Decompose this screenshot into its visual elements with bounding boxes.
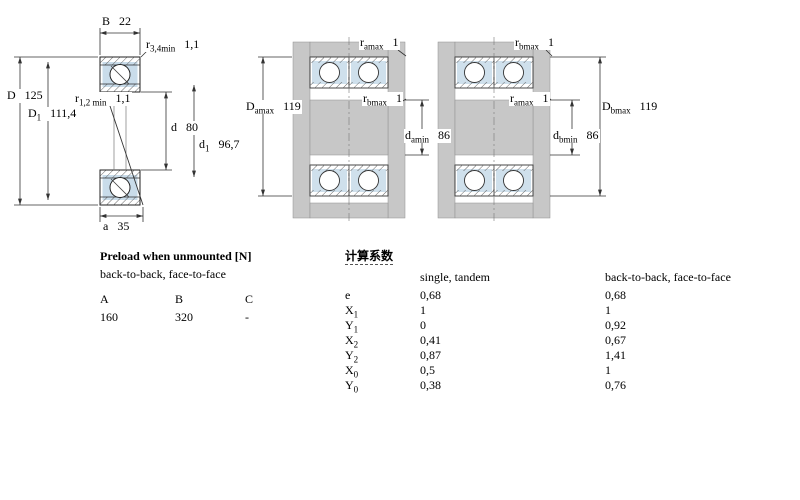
factors-section: 计算系数 single, tandem back-to-back, face-t… xyxy=(345,249,785,395)
factors-row-x0: X0 0,5 1 xyxy=(345,363,785,380)
factors-row-y2: Y2 0,87 1,41 xyxy=(345,348,785,365)
bearing-section-top xyxy=(99,56,141,93)
arrangement-a xyxy=(292,37,406,223)
factor-value-single: 1 xyxy=(420,303,426,317)
mount-dimension-lines xyxy=(258,49,606,197)
preload-value-a: 160 xyxy=(100,310,118,324)
factor-value-paired: 1 xyxy=(605,303,611,317)
factor-symbol: Y1 xyxy=(345,318,359,335)
preload-header-b: B xyxy=(175,292,184,306)
factors-row-e: e 0,68 0,68 xyxy=(345,288,785,303)
factors-row-y1: Y1 0 0,92 xyxy=(345,318,785,335)
factor-symbol: Y0 xyxy=(345,378,359,395)
factors-col-paired: back-to-back, face-to-face xyxy=(605,270,731,284)
factors-row-x2: X2 0,41 0,67 xyxy=(345,333,785,350)
factor-value-paired: 0,67 xyxy=(605,333,626,347)
factors-row-x1: X1 1 1 xyxy=(345,303,785,320)
preload-title: Preload when unmounted [N] xyxy=(100,249,252,263)
preload-header-row: A B C xyxy=(100,292,330,307)
factor-value-single: 0,68 xyxy=(420,288,441,302)
bearing-arrangements-drawing xyxy=(258,37,606,223)
factor-value-single: 0 xyxy=(420,318,426,332)
factors-row-y0: Y0 0,38 0,76 xyxy=(345,378,785,395)
factor-value-paired: 0,76 xyxy=(605,378,626,392)
preload-subtitle: back-to-back, face-to-face xyxy=(100,267,226,281)
factor-value-single: 0,5 xyxy=(420,363,435,377)
factor-symbol: Y2 xyxy=(345,348,359,365)
arrangement-b xyxy=(437,37,551,223)
factors-title[interactable]: 计算系数 xyxy=(345,249,394,265)
preload-value-row: 160 320 - xyxy=(100,310,330,325)
factor-symbol: X2 xyxy=(345,333,359,350)
preload-header-a: A xyxy=(100,292,109,306)
factor-value-single: 0,87 xyxy=(420,348,441,362)
preload-value-c: - xyxy=(245,310,249,324)
factor-value-paired: 1,41 xyxy=(605,348,626,362)
factors-header-row: single, tandem back-to-back, face-to-fac… xyxy=(345,270,785,285)
bearing-section-bottom xyxy=(99,169,141,206)
preload-section: Preload when unmounted [N] back-to-back,… xyxy=(100,249,330,325)
factor-value-paired: 1 xyxy=(605,363,611,377)
preload-value-b: 320 xyxy=(175,310,193,324)
preload-header-c: C xyxy=(245,292,254,306)
factors-col-single-tandem: single, tandem xyxy=(420,270,490,284)
factor-symbol: X0 xyxy=(345,363,359,380)
factor-symbol: X1 xyxy=(345,303,359,320)
factor-value-paired: 0,92 xyxy=(605,318,626,332)
factors-rows: e 0,68 0,68 X1 1 1 Y1 0 0,92 X2 0,41 0,6… xyxy=(345,288,785,395)
factor-value-single: 0,41 xyxy=(420,333,441,347)
factor-value-single: 0,38 xyxy=(420,378,441,392)
factor-value-paired: 0,68 xyxy=(605,288,626,302)
factor-symbol: e xyxy=(345,288,351,302)
